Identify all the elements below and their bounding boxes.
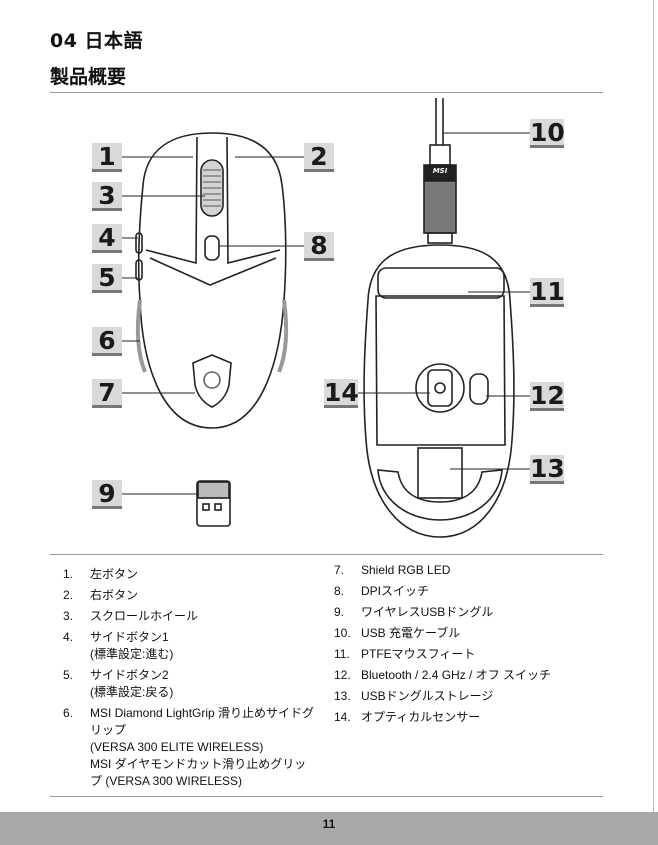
column-divider bbox=[321, 556, 322, 796]
list-bottom-divider bbox=[50, 796, 603, 797]
page-edge bbox=[653, 0, 654, 812]
side-grip-left bbox=[135, 299, 147, 373]
callout-2: 2 bbox=[304, 143, 334, 172]
left-button-outline bbox=[145, 136, 198, 265]
list-item: 12.Bluetooth / 2.4 GHz / オフ スイッチ bbox=[334, 668, 552, 682]
callout-12: 12 bbox=[530, 381, 565, 411]
callout-6: 6 bbox=[92, 327, 122, 356]
callout-5: 5 bbox=[92, 264, 122, 293]
list-item: 4.サイドボタン1(標準設定:進む) bbox=[63, 630, 174, 661]
list-item: 1.左ボタン bbox=[63, 567, 139, 581]
ptfe-foot-top bbox=[377, 267, 505, 299]
list-item: 7.Shield RGB LED bbox=[334, 563, 451, 577]
shield-logo bbox=[192, 354, 232, 408]
title-divider bbox=[50, 92, 603, 93]
list-item: 9.ワイヤレスUSBドングル bbox=[334, 605, 494, 619]
callout-10: 10 bbox=[530, 118, 565, 148]
product-diagram: 1 2 3 4 5 6 7 8 9 10 11 12 13 14 MSI bbox=[0, 95, 658, 550]
list-item: 2.右ボタン bbox=[63, 588, 139, 602]
list-item: 14.オプティカルセンサー bbox=[334, 710, 481, 724]
usb-dongle bbox=[196, 480, 231, 527]
page-number: 11 bbox=[322, 817, 336, 831]
dongle-storage bbox=[417, 447, 463, 499]
sensor-housing bbox=[415, 363, 465, 413]
page-title: 製品概要 bbox=[50, 66, 127, 88]
mouse-top-outline bbox=[137, 132, 287, 429]
section-heading: 04 日本語 bbox=[50, 30, 144, 52]
list-item: 11.PTFEマウスフィート bbox=[334, 647, 476, 661]
callout-13: 13 bbox=[530, 454, 565, 484]
dpi-button bbox=[204, 235, 220, 261]
component-list-right: 7.Shield RGB LED 8.DPIスイッチ 9.ワイヤレスUSBドング… bbox=[334, 562, 604, 730]
list-item: 3.スクロールホイール bbox=[63, 609, 199, 623]
mouse-bottom-outline bbox=[363, 244, 515, 538]
side-grip-right bbox=[277, 299, 289, 373]
callout-9: 9 bbox=[92, 480, 122, 509]
page-footer bbox=[0, 812, 658, 845]
ptfe-foot-bottom bbox=[377, 469, 503, 521]
callout-14: 14 bbox=[324, 378, 359, 408]
callout-11: 11 bbox=[530, 277, 565, 307]
side-button-1 bbox=[135, 232, 143, 254]
mouse-illustration bbox=[122, 98, 530, 538]
list-top-divider bbox=[50, 554, 603, 555]
list-item: 6.MSI Diamond LightGrip 滑り止めサイドグリップ(VERS… bbox=[63, 706, 315, 788]
callout-1: 1 bbox=[92, 143, 122, 172]
cable-logo: MSI bbox=[432, 167, 448, 175]
callout-8: 8 bbox=[304, 232, 334, 261]
component-list-left: 1.左ボタン 2.右ボタン 3.スクロールホイール 4.サイドボタン1(標準設定… bbox=[63, 566, 315, 794]
cable-connector bbox=[423, 180, 457, 234]
callout-7: 7 bbox=[92, 379, 122, 408]
side-button-2 bbox=[135, 259, 143, 281]
list-item: 13.USBドングルストレージ bbox=[334, 689, 494, 703]
callout-4: 4 bbox=[92, 224, 122, 253]
callout-3: 3 bbox=[92, 182, 122, 211]
mode-switch bbox=[469, 373, 489, 405]
list-item: 8.DPIスイッチ bbox=[334, 584, 430, 598]
list-item: 5.サイドボタン2(標準設定:戻る) bbox=[63, 668, 174, 699]
right-button-outline bbox=[226, 136, 281, 265]
list-item: 10.USB 充電ケーブル bbox=[334, 626, 461, 640]
